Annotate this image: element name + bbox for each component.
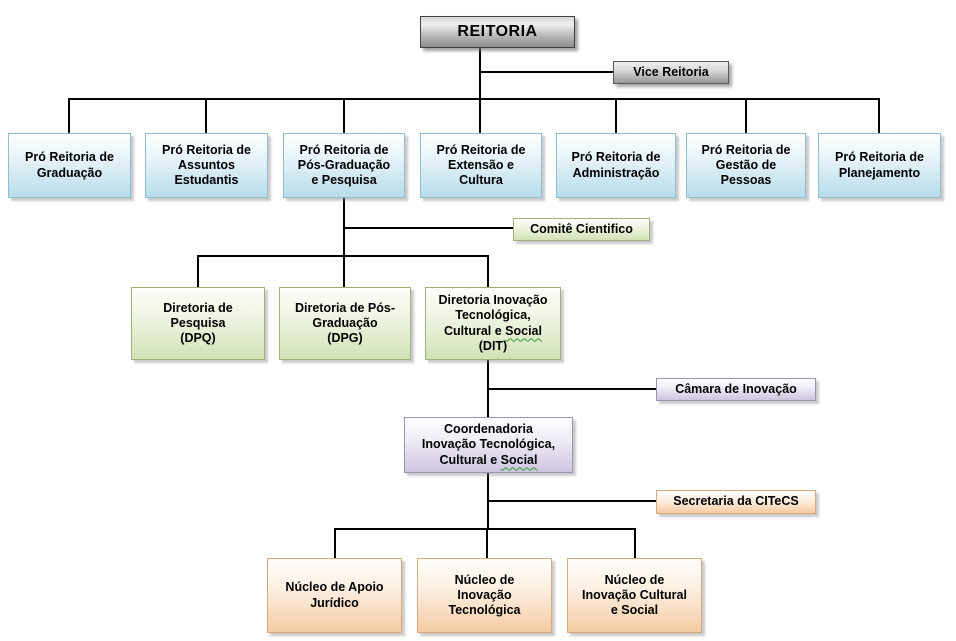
connector-comite	[343, 227, 514, 229]
org-node-pro-reitoria-extensao-cultura: Pró Reitoria de Extensão e Cultura	[420, 133, 542, 198]
org-node-label: Diretoria Inovação Tecnológica, Cultural…	[438, 293, 547, 354]
connector-row2-drop-3	[487, 256, 489, 288]
org-node-pro-reitoria-assuntos-estudantis: Pró Reitoria de Assuntos Estudantis	[145, 133, 268, 198]
org-node-label: Pró Reitoria de Planejamento	[835, 150, 924, 180]
org-node-pro-reitoria-gestao-pessoas: Pró Reitoria de Gestão de Pessoas	[686, 133, 806, 198]
connector-row2-drop-2	[343, 256, 345, 288]
connector-row3-drop-3	[634, 529, 636, 559]
org-node-label: Câmara de Inovação	[675, 381, 797, 396]
org-node-nucleo-inovacao-cultural-social: Núcleo de Inovação Cultural e Social	[567, 558, 702, 633]
connector-secretaria	[487, 500, 657, 502]
connector-root-down	[479, 48, 481, 100]
org-node-label: Pró Reitoria de Assuntos Estudantis	[162, 142, 251, 188]
org-node-camara-inovacao: Câmara de Inovação	[656, 378, 816, 401]
org-node-pro-reitoria-pos-graduacao-pesquisa: Pró Reitoria de Pós-Graduação e Pesquisa	[283, 133, 405, 198]
org-node-label: Pró Reitoria de Gestão de Pessoas	[701, 142, 791, 188]
org-node-nucleo-apoio-juridico: Núcleo de Apoio Jurídico	[267, 558, 402, 633]
org-node-label: Coordenadoria Inovação Tecnológica, Cult…	[422, 422, 555, 468]
org-node-coordenadoria-citecs: Coordenadoria Inovação Tecnológica, Cult…	[404, 417, 573, 473]
connector-row3-bus	[334, 528, 636, 530]
connector-row1-drop-7	[878, 99, 880, 134]
org-node-diretoria-inovacao-dit: Diretoria Inovação Tecnológica, Cultural…	[425, 287, 561, 360]
connector-row1-drop-6	[745, 99, 747, 134]
spellcheck-underlined-word: Social	[505, 323, 542, 338]
connector-row3-drop-2	[486, 529, 488, 559]
org-node-label: Núcleo de Apoio Jurídico	[285, 580, 384, 610]
org-node-label: Diretoria de Pesquisa (DPQ)	[163, 300, 233, 346]
org-node-diretoria-pesquisa-dpq: Diretoria de Pesquisa (DPQ)	[131, 287, 265, 360]
org-node-vice-reitoria: Vice Reitoria	[613, 61, 729, 84]
connector-row3-drop-1	[334, 529, 336, 559]
org-node-label-part: Diretoria Inovação Tecnológica, Cultural…	[438, 293, 548, 338]
connector-row1-bus	[68, 98, 880, 100]
org-node-label: Núcleo de Inovação Tecnológica	[448, 572, 521, 618]
org-node-vice-reitoria-label: Vice Reitoria	[633, 64, 709, 79]
org-node-label: Secretaria da CITeCS	[673, 494, 799, 509]
org-node-pro-reitoria-graduacao: Pró Reitoria de Graduação	[8, 133, 131, 198]
org-node-secretaria-citecs: Secretaria da CITeCS	[656, 490, 816, 514]
connector-row2-drop-1	[197, 256, 199, 288]
connector-camara	[487, 388, 657, 390]
org-node-label: Pró Reitoria de Pós-Graduação e Pesquisa	[297, 142, 391, 188]
connector-row1-drop-4	[479, 99, 481, 134]
org-node-reitoria-label: REITORIA	[457, 23, 538, 41]
org-node-label: Pró Reitoria de Administração	[571, 150, 661, 180]
connector-row1-drop-3	[343, 99, 345, 134]
org-node-label: Pró Reitoria de Graduação	[25, 150, 114, 180]
connector-row1-drop-2	[205, 99, 207, 134]
org-node-comite-cientifico: Comitê Cientifico	[513, 218, 650, 241]
org-node-nucleo-inovacao-tecnologica: Núcleo de Inovação Tecnológica	[417, 558, 552, 633]
org-node-label-part: (DIT)	[478, 338, 508, 353]
spellcheck-underlined-word: Social	[500, 452, 538, 467]
org-node-label: Núcleo de Inovação Cultural e Social	[582, 572, 687, 618]
org-node-pro-reitoria-planejamento: Pró Reitoria de Planejamento	[818, 133, 941, 198]
org-node-label: Diretoria de Pós- Graduação (DPG)	[294, 300, 396, 346]
connector-row1-drop-5	[615, 99, 617, 134]
org-node-label: Comitê Cientifico	[530, 221, 633, 236]
org-node-label: Pró Reitoria de Extensão e Cultura	[436, 142, 526, 188]
org-node-reitoria: REITORIA	[420, 16, 575, 48]
org-node-diretoria-pos-graduacao-dpg: Diretoria de Pós- Graduação (DPG)	[279, 287, 411, 360]
org-node-pro-reitoria-administracao: Pró Reitoria de Administração	[556, 133, 676, 198]
connector-vice-reitoria	[479, 71, 614, 73]
connector-row1-drop-1	[68, 99, 70, 134]
org-node-label-part: Coordenadoria Inovação Tecnológica, Cult…	[421, 422, 556, 467]
